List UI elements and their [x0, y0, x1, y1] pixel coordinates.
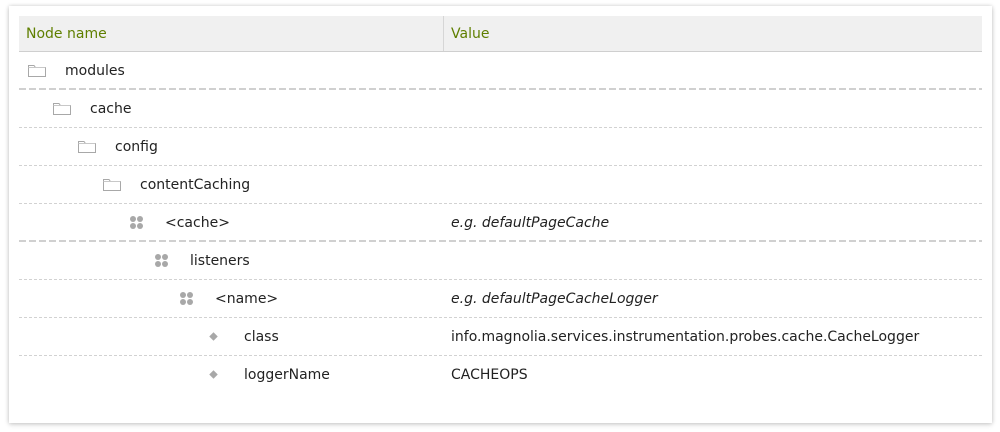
table-body: modules cache config contentCaching <cache> e… [19, 52, 982, 394]
table-row[interactable]: modules [19, 52, 982, 90]
folder-icon [77, 139, 97, 155]
node-name-cell: contentCaching [19, 166, 444, 204]
node-name-cell: cache [19, 90, 444, 128]
table-header: Node name Value [19, 16, 982, 52]
node-name-label: config [115, 139, 158, 155]
node-value-cell: CACHEOPS [451, 367, 528, 383]
node-name-cell: listeners [19, 242, 444, 280]
table-row[interactable]: <name> e.g. defaultPageCacheLogger [19, 280, 982, 318]
node-name-cell: config [19, 128, 444, 166]
tree-table-card: Node name Value modules cache config conten… [9, 6, 992, 423]
table-row[interactable]: loggerName CACHEOPS [19, 356, 982, 394]
node-name-label: <cache> [165, 215, 230, 231]
property-icon [204, 329, 224, 345]
node-name-cell: modules [19, 52, 444, 90]
folder-icon [27, 63, 47, 79]
node-name-label: modules [65, 63, 125, 79]
table-row[interactable]: listeners [19, 242, 982, 280]
table-row[interactable]: contentCaching [19, 166, 982, 204]
folder-icon [52, 101, 72, 117]
node-value-cell: info.magnolia.services.instrumentation.p… [451, 329, 920, 345]
content-node-icon [177, 291, 197, 307]
node-name-label: listeners [190, 253, 250, 269]
content-node-icon [127, 215, 147, 231]
tree-table: Node name Value modules cache config conten… [19, 16, 982, 394]
value-hint: e.g. defaultPageCacheLogger [451, 291, 658, 307]
content-node-icon [152, 253, 172, 269]
node-name-cell: <cache> [19, 204, 444, 242]
node-name-label: <name> [215, 291, 279, 307]
folder-icon [102, 177, 122, 193]
node-name-cell: loggerName [19, 356, 444, 394]
node-name-cell: <name> [19, 280, 444, 318]
property-icon [204, 367, 224, 383]
node-name-cell: class [19, 318, 444, 356]
table-row[interactable]: <cache> e.g. defaultPageCache [19, 204, 982, 242]
node-name-label: contentCaching [140, 177, 251, 193]
node-name-label: loggerName [244, 367, 330, 383]
column-header-node-name[interactable]: Node name [19, 16, 444, 51]
node-name-label: cache [90, 101, 132, 117]
value-hint: e.g. defaultPageCache [451, 215, 610, 231]
table-row[interactable]: cache [19, 90, 982, 128]
table-row[interactable]: config [19, 128, 982, 166]
node-name-label: class [244, 329, 279, 345]
column-header-value[interactable]: Value [451, 25, 490, 42]
table-row[interactable]: class info.magnolia.services.instrumentat… [19, 318, 982, 356]
